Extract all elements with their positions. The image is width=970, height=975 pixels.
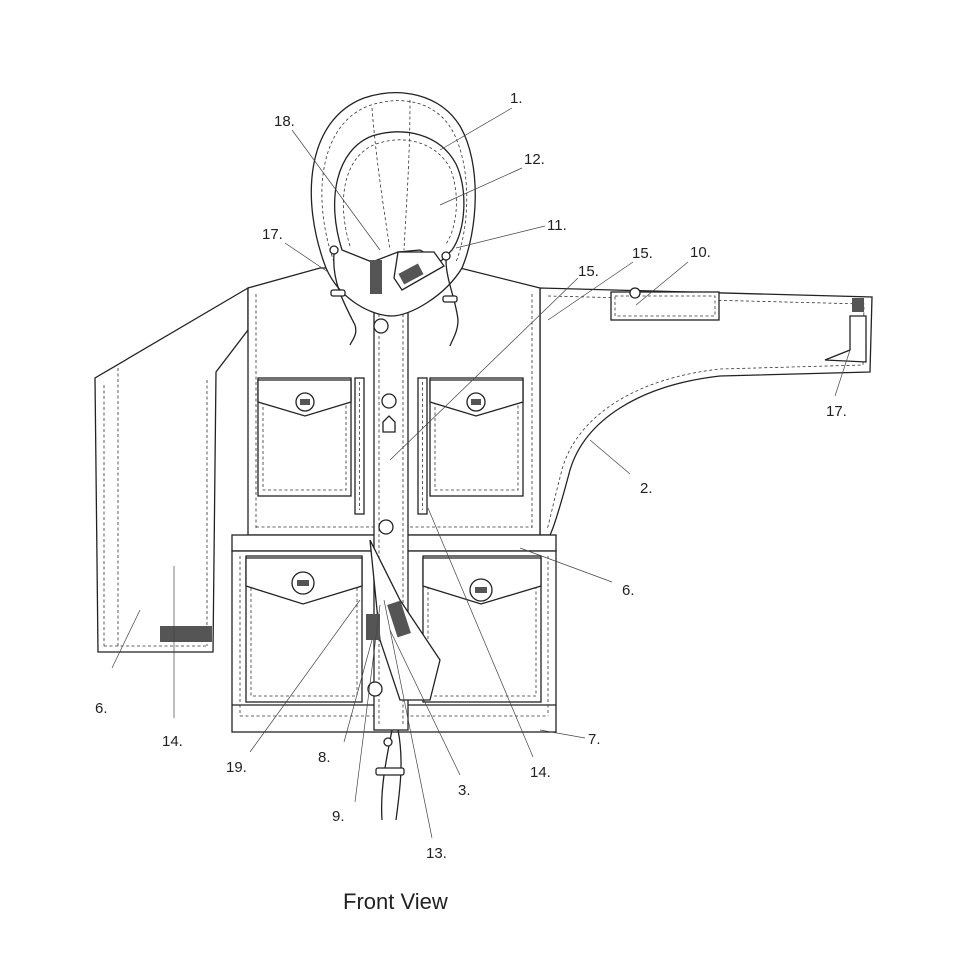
callout-11: 11. xyxy=(547,217,567,234)
hood-eyelet-left-icon xyxy=(329,245,339,255)
callout-9: 9. xyxy=(332,808,345,825)
velcro-cuff-tab xyxy=(160,626,212,642)
storm-flap-tape xyxy=(387,600,411,638)
callout-2: 2. xyxy=(640,480,653,497)
chest-pocket-right xyxy=(429,377,524,497)
neck-tape xyxy=(370,260,382,294)
placket-button-2-icon xyxy=(381,393,397,409)
hem-drawcords xyxy=(375,729,405,821)
left-sleeve xyxy=(94,286,249,653)
front-placket xyxy=(366,309,441,731)
callout-15-lower: 15. xyxy=(578,263,599,280)
callout-6-sleeve: 6. xyxy=(95,700,108,717)
lower-pocket-left xyxy=(245,555,363,703)
callout-7: 7. xyxy=(588,731,601,748)
hood-eyelet-right-icon xyxy=(441,251,451,261)
sleeve-pocket-button-icon xyxy=(629,287,641,299)
callout-3: 3. xyxy=(458,782,471,799)
hem-cord-toggle xyxy=(375,767,405,776)
callouts: 1. 18. 12. 11. 17. 15. 10. 15. 17. 2. 6.… xyxy=(95,90,847,862)
callout-17-cuff: 17. xyxy=(826,403,847,420)
callout-14-body: 14. xyxy=(530,764,551,781)
callout-10: 10. xyxy=(690,244,711,261)
collar-tab-velcro xyxy=(398,263,424,285)
cuff-velcro xyxy=(852,298,864,312)
placket-button-4-icon xyxy=(367,681,383,697)
callout-14-sleeve: 14. xyxy=(162,733,183,750)
chest-zips xyxy=(354,377,428,515)
callout-15-upper: 15. xyxy=(632,245,653,262)
placket-button-1-icon xyxy=(373,318,389,334)
callout-1: 1. xyxy=(510,90,523,107)
sleeve-pocket xyxy=(610,291,720,321)
chest-pocket-left xyxy=(257,377,352,497)
right-sleeve xyxy=(539,287,873,536)
callout-8: 8. xyxy=(318,749,331,766)
cord-toggle-right xyxy=(442,295,458,303)
lower-pocket-right xyxy=(422,555,542,703)
callout-12: 12. xyxy=(524,151,545,168)
callout-19: 19. xyxy=(226,759,247,776)
callout-18: 18. xyxy=(274,113,295,130)
cuff-adjuster xyxy=(824,315,867,363)
callout-6-body: 6. xyxy=(622,582,635,599)
cord-toggle-left xyxy=(330,289,346,297)
leader-lines xyxy=(111,107,851,839)
placket-button-3-icon xyxy=(378,519,394,535)
caption: Front View xyxy=(343,889,448,914)
hood xyxy=(310,92,476,347)
callout-13: 13. xyxy=(426,845,447,862)
front-tape xyxy=(366,614,380,640)
callout-17-hood: 17. xyxy=(262,226,283,243)
hem-eyelet-icon xyxy=(383,737,393,747)
